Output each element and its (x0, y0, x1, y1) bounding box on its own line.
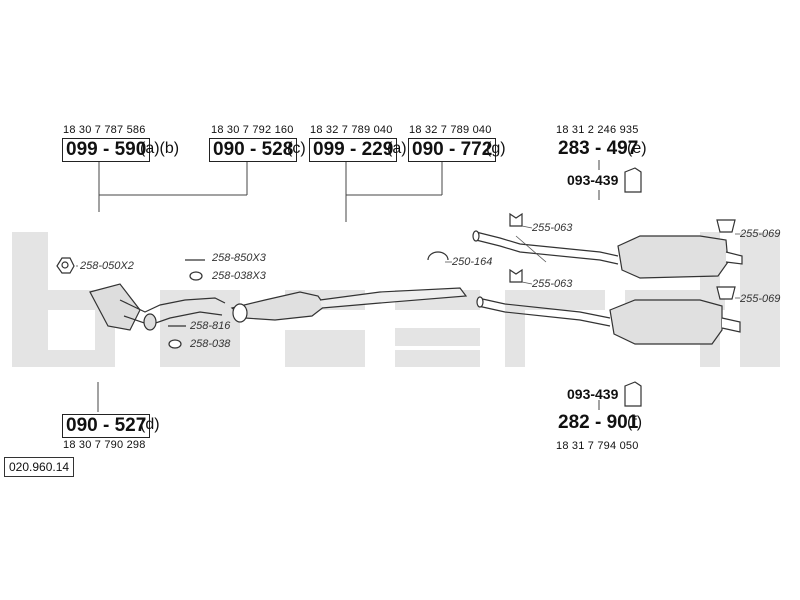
oem-number: 18 31 7 794 050 (556, 440, 639, 452)
hanger-code: 093-439 (567, 386, 619, 402)
part-number: 090 - 528 (209, 138, 298, 162)
oem-number: 18 31 2 246 935 (556, 124, 639, 136)
oem-number: 18 32 7 789 040 (310, 124, 393, 136)
hardware-icons (56, 167, 736, 407)
part-suffix: (g) (486, 140, 506, 157)
part-code-label: 258-038X3 (212, 270, 266, 282)
part-suffix: (a) (387, 140, 407, 157)
part-number: 099 - 229 (309, 138, 398, 162)
leader-lines (97, 160, 600, 412)
part-code-label: 258-038 (190, 338, 231, 350)
part-suffix: (d) (140, 416, 160, 433)
part-code-label: 255-063 (532, 222, 573, 234)
bracket-icon (716, 286, 736, 300)
part-number: 283 - 497 (558, 138, 639, 159)
oem-number: 18 30 7 792 160 (211, 124, 294, 136)
part-code-label: 255-063 (532, 278, 573, 290)
oem-number: 18 30 7 790 298 (63, 439, 146, 451)
hanger-icon (509, 212, 523, 227)
front-pipe (89, 283, 226, 331)
oem-number: 18 30 7 787 586 (63, 124, 146, 136)
part-code-label: 250-164 (452, 256, 493, 268)
part-suffix: (a)(b) (140, 140, 180, 157)
hanger-code: 093-439 (567, 172, 619, 188)
diagram-reference: 020.960.14 (4, 457, 75, 477)
ring-icon (168, 339, 182, 349)
part-code-label: 258-816 (190, 320, 231, 332)
part-code-label: 258-850X3 (212, 252, 266, 264)
hanger-icon (509, 268, 523, 283)
part-number: 090 - 772 (408, 138, 497, 162)
part-leaders (76, 225, 740, 299)
hanger-bracket-icon (624, 167, 642, 193)
part-number: 282 - 901 (558, 412, 639, 433)
part-code-label: 255-069 (740, 228, 781, 240)
center-catalyst (230, 287, 468, 323)
rear-muffler-upper (472, 230, 743, 279)
clamp-icon (427, 251, 449, 261)
part-code-label: 258-050X2 (80, 260, 134, 272)
rear-muffler-lower (476, 296, 741, 345)
part-suffix: (c) (287, 140, 306, 157)
bracket-icon (716, 219, 736, 233)
gasket-icon (189, 271, 203, 281)
oem-number: 18 32 7 789 040 (409, 124, 492, 136)
part-number: 090 - 527 (62, 414, 151, 438)
hanger-bracket-icon (624, 381, 642, 407)
part-suffix: (e) (627, 140, 647, 157)
part-number: 099 - 590 (62, 138, 151, 162)
part-code-label: 255-069 (740, 293, 781, 305)
part-suffix: (f) (627, 414, 643, 431)
